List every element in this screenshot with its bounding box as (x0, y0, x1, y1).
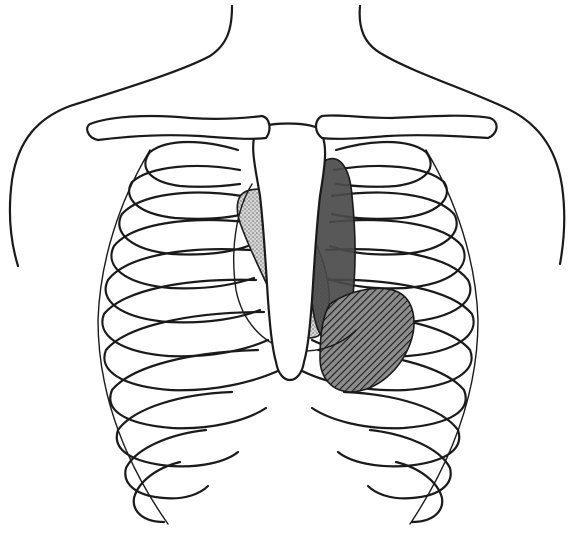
hatched-lower-region (320, 288, 414, 392)
left-rib-1 (145, 142, 240, 187)
right-clavicle (316, 115, 497, 138)
left-clavicle (87, 116, 269, 140)
left-rib-3 (119, 193, 248, 255)
left-rib-5 (106, 249, 260, 322)
